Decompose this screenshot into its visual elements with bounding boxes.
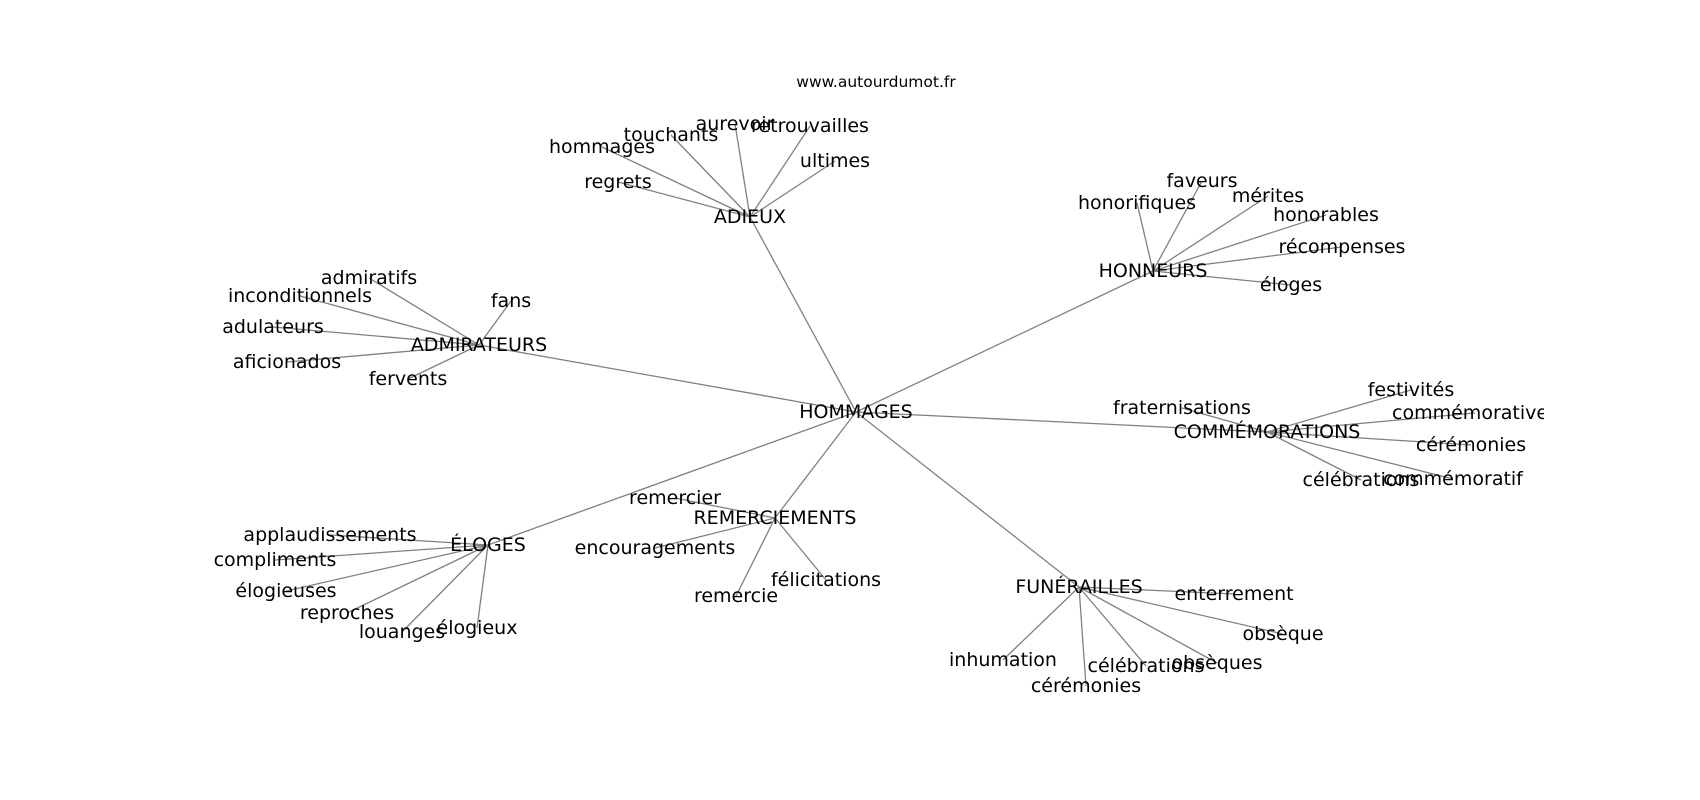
word-node-label: honorables [1273, 204, 1379, 226]
word-node-label: faveurs [1166, 170, 1237, 192]
word-node-label: fervents [369, 368, 448, 390]
hub-node-label: ÉLOGES [450, 533, 526, 556]
word-node-label: festivités [1368, 379, 1455, 401]
edge-hub-to-word [1266, 431, 1362, 481]
edge-hub-to-word [1266, 431, 1472, 446]
word-node-label: obsèques [1172, 652, 1263, 674]
word-node-label: élogieux [437, 617, 518, 639]
word-node-label: aficionados [233, 351, 341, 373]
word-node-label: obsèque [1242, 623, 1323, 645]
hub-node-label: ADIEUX [714, 206, 786, 228]
word-node-label: remercier [629, 487, 721, 509]
edge-hub-to-word [734, 123, 751, 218]
word-node-label: compliments [214, 549, 337, 571]
word-node-label: encouragements [575, 537, 736, 559]
edge-center-to-hub [774, 411, 857, 519]
edge-hub-to-word [478, 300, 512, 346]
edge-hub-to-word [286, 344, 480, 363]
word-node-label: enterrement [1174, 583, 1293, 605]
edge-hub-to-word [285, 544, 489, 592]
word-node-label: récompenses [1279, 236, 1406, 258]
hub-node-label: HONNEURS [1099, 260, 1208, 282]
word-node-label: commémoratives [1392, 402, 1558, 424]
word-node-label: admiratifs [321, 267, 417, 289]
edge-hub-to-word [272, 326, 480, 346]
word-node-label: éloges [1260, 274, 1322, 296]
edge-hub-to-word [1152, 180, 1203, 272]
edge-hub-to-word [1266, 431, 1454, 480]
edge-hub-to-word [1078, 586, 1147, 667]
edge-hub-to-word [749, 125, 811, 218]
edge-hub-to-word [774, 517, 827, 581]
edge-center-to-hub [478, 344, 857, 413]
edge-hub-to-word [1152, 246, 1343, 272]
word-node-label: cérémonies [1416, 434, 1526, 456]
edge-hub-to-word [368, 277, 480, 346]
hub-node-label: COMMÉMORATIONS [1174, 420, 1361, 443]
edge-center-to-hub [855, 270, 1154, 413]
edge-hub-to-word [1152, 195, 1269, 272]
edge-hub-to-word [1136, 202, 1154, 272]
edge-hub-to-word [735, 517, 776, 597]
word-node-label: adulateurs [222, 316, 324, 338]
edge-hub-to-word [617, 181, 751, 218]
word-node-label: retrouvailles [751, 115, 869, 137]
edge-hub-to-word [1152, 214, 1327, 272]
word-node-label: remercie [694, 585, 778, 607]
word-node-label: touchants [624, 124, 719, 146]
edge-center-to-hub [855, 411, 1080, 588]
hub-node-label: REMERCIEMENTS [693, 507, 856, 529]
word-node-label: cérémonies [1031, 675, 1141, 697]
hub-node-label: ADMIRATEURS [411, 334, 547, 356]
labels: HOMMAGESADIEUXhommagestouchantsaurevoirr… [214, 113, 1558, 697]
word-node-label: inconditionnels [228, 285, 372, 307]
edge-hub-to-word [346, 544, 489, 614]
edges [272, 123, 1476, 687]
edge-center-to-hub [749, 216, 857, 413]
edge-center-to-hub [487, 411, 857, 546]
edge-hub-to-word [1266, 389, 1412, 433]
word-node-label: hommages [549, 136, 655, 158]
edge-hub-to-word [1266, 412, 1476, 433]
edge-hub-to-word [601, 146, 751, 218]
word-node-label: inhumation [949, 649, 1057, 671]
edge-hub-to-word [1078, 586, 1218, 664]
edge-hub-to-word [407, 344, 480, 380]
edge-hub-to-word [1078, 586, 1087, 687]
word-node-label: commémoratif [1383, 468, 1524, 490]
edge-hub-to-word [1078, 586, 1284, 635]
edge-hub-to-word [401, 544, 489, 633]
edge-hub-to-word [274, 544, 489, 561]
edge-hub-to-word [1002, 586, 1080, 661]
edge-hub-to-word [476, 544, 489, 629]
word-node-label: mérites [1232, 185, 1304, 207]
hub-node-label: FUNÉRAILLES [1015, 575, 1142, 598]
word-node-label: fraternisations [1113, 397, 1251, 419]
word-node-label: reproches [300, 602, 394, 624]
edge-hub-to-word [1078, 586, 1235, 595]
edge-hub-to-word [674, 497, 776, 519]
edge-hub-to-word [329, 534, 489, 546]
word-node-label: fans [491, 290, 531, 312]
word-node-label: célébrations [1088, 655, 1205, 677]
word-node-label: ultimes [800, 150, 870, 172]
word-node-label: félicitations [771, 569, 881, 591]
edge-hub-to-word [654, 517, 776, 549]
edge-hub-to-word [299, 295, 480, 346]
center-node-label: HOMMAGES [799, 401, 912, 423]
word-node-label: élogieuses [235, 580, 336, 602]
edge-hub-to-word [1152, 270, 1292, 286]
word-node-label: honorifiques [1078, 192, 1196, 214]
word-node-label: célébrations [1303, 469, 1420, 491]
word-node-label: aurevoir [696, 113, 775, 135]
word-node-label: regrets [584, 171, 652, 193]
source-watermark: www.autourdumot.fr [796, 73, 956, 91]
edge-hub-to-word [670, 134, 751, 218]
word-node-label: louanges [359, 621, 445, 643]
edge-hub-to-word [749, 160, 836, 218]
edge-center-to-hub [855, 411, 1268, 433]
edge-hub-to-word [1181, 407, 1268, 433]
word-node-label: applaudissements [243, 524, 416, 546]
